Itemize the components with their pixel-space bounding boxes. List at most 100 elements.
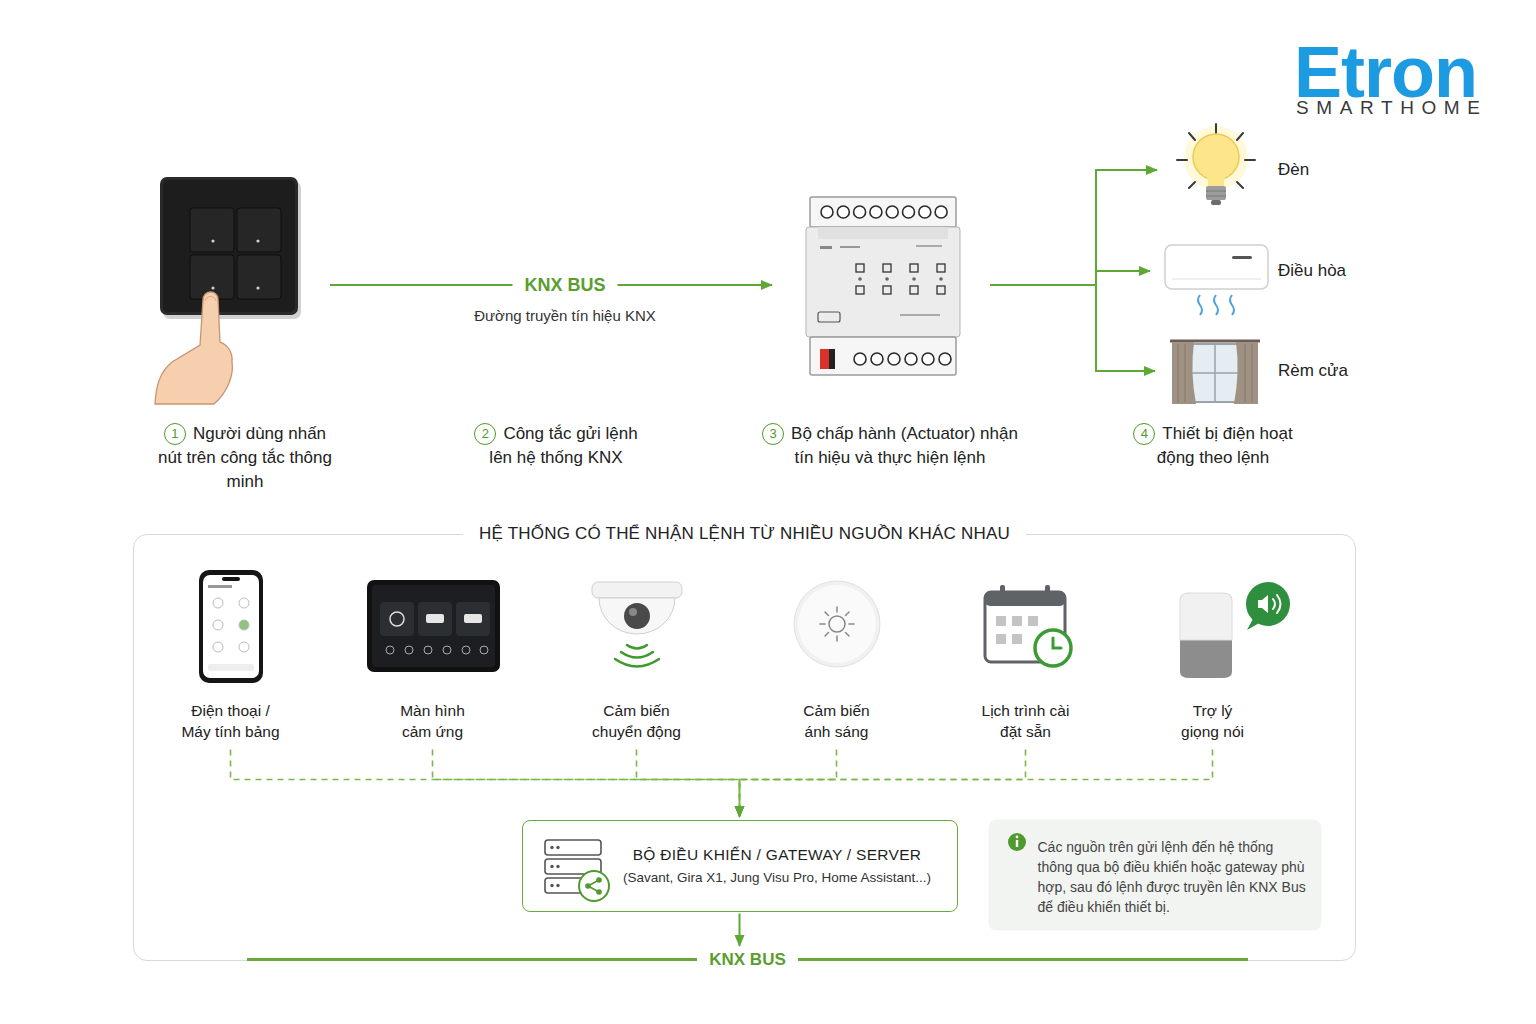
phone-illustration-part xyxy=(222,577,240,581)
light-bulb-illustration-part xyxy=(1206,191,1226,192)
air-conditioner-illustration-part xyxy=(1214,295,1218,315)
note-box: Các nguồn trên gửi lệnh đến hệ thống thô… xyxy=(989,820,1322,931)
step-caption: Công tắc gửi lệnh lên hệ thống KNX xyxy=(489,424,637,467)
knx-actuator-illustration-part xyxy=(829,349,835,369)
device-label: Điều hòa xyxy=(1278,260,1346,282)
brand-tagline: SMARTHOME xyxy=(1296,98,1488,118)
calendar-illustration-part xyxy=(1012,634,1022,644)
knx-actuator-illustration-part xyxy=(910,286,918,294)
knx-actuator-illustration-part xyxy=(820,246,832,249)
phone-illustration-part xyxy=(199,570,263,683)
motion-sensor-illustration-part xyxy=(615,645,659,667)
curtain-illustration-part xyxy=(1172,342,1196,404)
touch-screen-illustration-part xyxy=(480,646,488,654)
motion-sensor-illustration-part xyxy=(624,603,650,629)
server-icon-part xyxy=(556,884,559,887)
light-bulb-illustration-part xyxy=(1205,173,1227,186)
smart-switch-illustration-part xyxy=(160,177,298,315)
touch-screen-illustration-part xyxy=(380,602,414,636)
light-sensor-illustration-part xyxy=(794,581,880,667)
smart-switch-illustration-part xyxy=(163,180,295,312)
smart-switch-illustration-part xyxy=(256,286,259,289)
voice-assistant-illustration-part xyxy=(1246,582,1290,626)
knx-actuator-illustration-part xyxy=(888,353,900,365)
smart-switch-illustration-part xyxy=(237,255,281,299)
knx-actuator-illustration-part xyxy=(858,277,862,281)
callout-number: 1 xyxy=(164,423,186,445)
knx-actuator-illustration-part xyxy=(939,277,943,281)
dashed-connector xyxy=(740,750,1026,817)
caption-text: Bộ chấp hành (Actuator) nhận tín hiệu và… xyxy=(791,424,1018,467)
controller-text-block: BỘ ĐIỀU KHIỂN / GATEWAY / SERVER(Savant,… xyxy=(618,844,937,888)
info-note: Các nguồn trên gửi lệnh đến hệ thống thô… xyxy=(1038,837,1308,917)
knx-actuator-illustration-part xyxy=(840,246,860,248)
voice-assistant-illustration-part xyxy=(1180,593,1232,678)
phone-illustration-part xyxy=(239,620,249,630)
light-bulb-illustration-part-part xyxy=(1245,159,1255,161)
server-icon xyxy=(545,840,609,901)
motion-sensor-illustration xyxy=(592,582,682,667)
knx-actuator-illustration-part xyxy=(837,206,849,218)
touch-screen-illustration-part xyxy=(367,580,500,672)
calendar-illustration xyxy=(985,585,1071,666)
dashed-connector xyxy=(231,750,740,817)
server-icon-part xyxy=(550,884,553,887)
device-node: Điều hòa xyxy=(1165,240,1268,302)
source-node: Lịch trình cài đặt sẵn xyxy=(946,566,1106,742)
light-sensor-illustration xyxy=(794,581,880,667)
callout-number: 2 xyxy=(474,423,496,445)
actuator-node: 3Bộ chấp hành (Actuator) nhận tín hiệu v… xyxy=(808,195,958,375)
info-icon xyxy=(1008,833,1026,851)
knx-actuator-illustration-part xyxy=(919,206,931,218)
bus-subtitle: Đường truyền tín hiệu KNX xyxy=(474,306,656,326)
phone-illustration-part xyxy=(213,620,223,630)
air-conditioner-illustration-part xyxy=(1230,295,1234,315)
touch-screen-illustration xyxy=(367,580,500,672)
knx-actuator-illustration-part xyxy=(937,264,945,272)
smart-switch-illustration-part xyxy=(163,181,301,319)
smart-switch-illustration-part xyxy=(211,286,214,289)
dashed-connector xyxy=(740,750,837,817)
knx-actuator-illustration-part xyxy=(856,264,864,272)
light-bulb-illustration-part-part xyxy=(1189,133,1195,140)
server-icon-part xyxy=(556,865,559,868)
knx-actuator-illustration-part xyxy=(939,353,951,365)
source-node: Trợ lý giọng nói xyxy=(1133,566,1293,742)
knx-actuator-illustration-part xyxy=(854,206,866,218)
voice-assistant-illustration-part xyxy=(1180,593,1232,640)
knx-actuator-illustration-part xyxy=(903,206,915,218)
curtain-illustration-part xyxy=(1234,342,1258,404)
touch-screen-illustration-part xyxy=(443,646,451,654)
knx-actuator-illustration-part xyxy=(900,314,940,316)
knx-actuator-illustration-part xyxy=(810,337,956,375)
calendar-illustration-part xyxy=(1028,616,1038,626)
caption-block: 2Công tắc gửi lệnh lên hệ thống KNX xyxy=(461,422,651,470)
device-label: Rèm cửa xyxy=(1278,360,1348,382)
smart-switch-illustration xyxy=(155,177,301,404)
light-bulb-illustration-part-part xyxy=(1215,124,1217,134)
light-bulb-illustration xyxy=(1177,124,1255,205)
light-sensor-illustration-part-part xyxy=(846,633,850,637)
light-bulb-illustration-part-part xyxy=(1237,182,1243,188)
air-conditioner-illustration-part xyxy=(1198,295,1202,315)
knx-actuator-illustration-part xyxy=(910,264,918,272)
dashed-connector xyxy=(740,750,1213,817)
light-bulb-illustration-part xyxy=(1177,124,1255,188)
voice-assistant-illustration-part xyxy=(1247,617,1261,630)
phone-illustration-part xyxy=(203,575,259,678)
light-bulb-illustration-part-part xyxy=(1237,133,1243,140)
curtain-illustration-part xyxy=(1245,344,1252,402)
knx-actuator-illustration-part xyxy=(871,353,883,365)
knx-actuator-illustration-part xyxy=(886,206,898,218)
knx-actuator-illustration-part xyxy=(885,277,889,281)
knx-actuator-illustration-part xyxy=(806,227,960,337)
flow-arrow xyxy=(990,271,1150,285)
smart-switch-illustration-part xyxy=(211,239,214,242)
panel-heading: HỆ THỐNG CÓ THỂ NHẬN LỆNH TỪ NHIỀU NGUỒN… xyxy=(463,523,1026,545)
motion-sensor-illustration-part xyxy=(592,582,682,598)
phone-illustration-part xyxy=(213,598,223,608)
flow-arrow xyxy=(990,170,1157,285)
server-icon-part xyxy=(596,877,602,883)
touch-screen-illustration-part xyxy=(426,614,444,623)
